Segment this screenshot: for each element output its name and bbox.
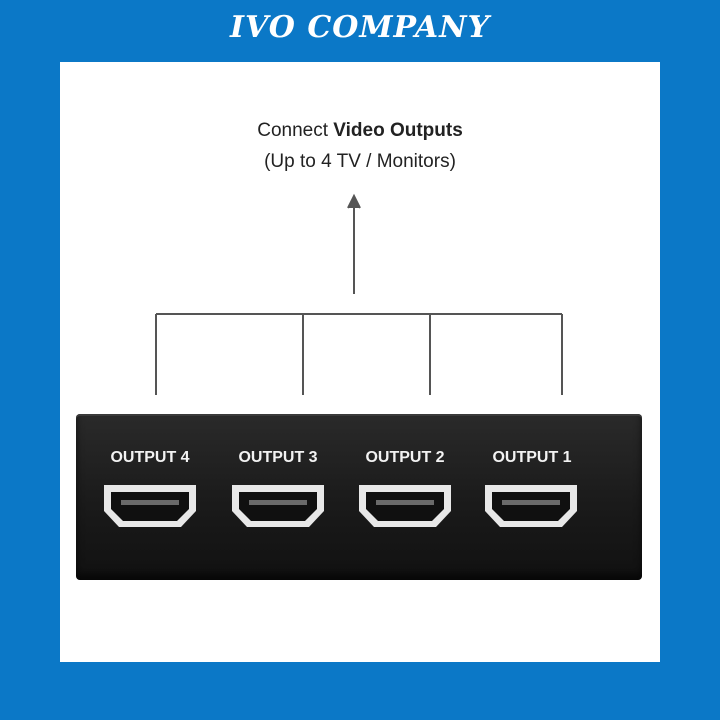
hdmi-port-1-icon (485, 485, 577, 527)
caption-prefix: Connect (257, 120, 334, 141)
arrow-head-icon (347, 193, 361, 209)
product-panel: Connect Video Outputs (Up to 4 TV / Moni… (60, 62, 660, 662)
caption-bold: Video Outputs (333, 120, 463, 141)
hdmi-splitter-device: OUTPUT 4 OUTPUT 3 OUTPUT 2 OUTPUT 1 (76, 414, 642, 580)
brand-title: IVO COMPANY (229, 10, 491, 45)
hdmi-port-2-icon (359, 485, 451, 527)
output-1-label: OUTPUT 1 (492, 449, 572, 466)
output-4-label: OUTPUT 4 (110, 449, 190, 466)
caption: Connect Video Outputs (Up to 4 TV / Moni… (60, 115, 660, 177)
caption-line-2: (Up to 4 TV / Monitors) (264, 151, 456, 172)
connector-diagram (155, 193, 563, 395)
caption-line-1: Connect Video Outputs (60, 115, 660, 146)
hdmi-port-3-icon (232, 485, 324, 527)
output-3-label: OUTPUT 3 (238, 449, 318, 466)
hdmi-port-4-icon (104, 485, 196, 527)
output-2-label: OUTPUT 2 (365, 449, 445, 466)
